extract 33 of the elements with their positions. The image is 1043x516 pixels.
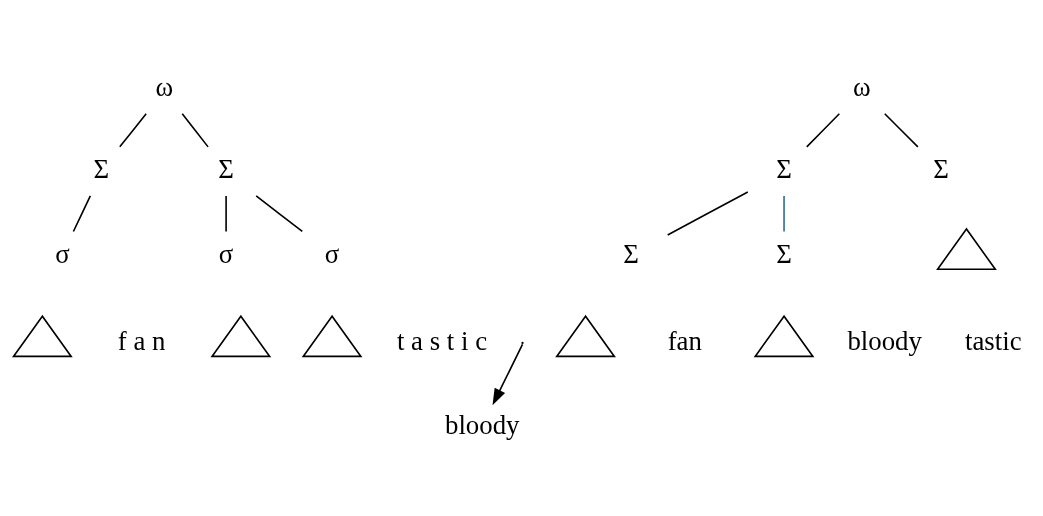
node-triangle bbox=[555, 314, 616, 357]
node-triangle bbox=[210, 314, 272, 357]
connector bbox=[181, 112, 209, 148]
node-text: bloody bbox=[445, 409, 520, 440]
connector bbox=[72, 194, 92, 232]
node-text: σ bbox=[218, 238, 234, 269]
node-text: Σ bbox=[933, 153, 949, 184]
connector bbox=[783, 194, 785, 232]
connector bbox=[805, 112, 841, 148]
node-text: σ bbox=[55, 238, 70, 269]
node-triangle bbox=[753, 314, 815, 357]
node-text: Σ bbox=[776, 153, 792, 184]
connector bbox=[118, 112, 147, 148]
connector bbox=[255, 194, 304, 232]
node-triangle bbox=[301, 314, 363, 357]
node-text: Σ bbox=[218, 153, 234, 184]
connector bbox=[666, 190, 749, 236]
connector bbox=[225, 194, 227, 232]
node-text: σ bbox=[324, 238, 340, 269]
node-text: ω bbox=[853, 71, 871, 102]
node-text: f a n bbox=[117, 325, 166, 356]
node-text: t a s t i c bbox=[396, 325, 488, 356]
node-text: bloody bbox=[847, 325, 922, 356]
node-text: tastic bbox=[964, 325, 1022, 356]
node-text: fan bbox=[667, 325, 702, 356]
node-text: Σ bbox=[776, 238, 792, 269]
node-text: Σ bbox=[93, 153, 110, 184]
node-triangle bbox=[11, 314, 73, 357]
arrow bbox=[492, 343, 524, 405]
node-text: Σ bbox=[623, 238, 639, 269]
node-triangle bbox=[936, 227, 997, 270]
connector bbox=[883, 112, 919, 148]
node-text: ω bbox=[155, 71, 174, 102]
